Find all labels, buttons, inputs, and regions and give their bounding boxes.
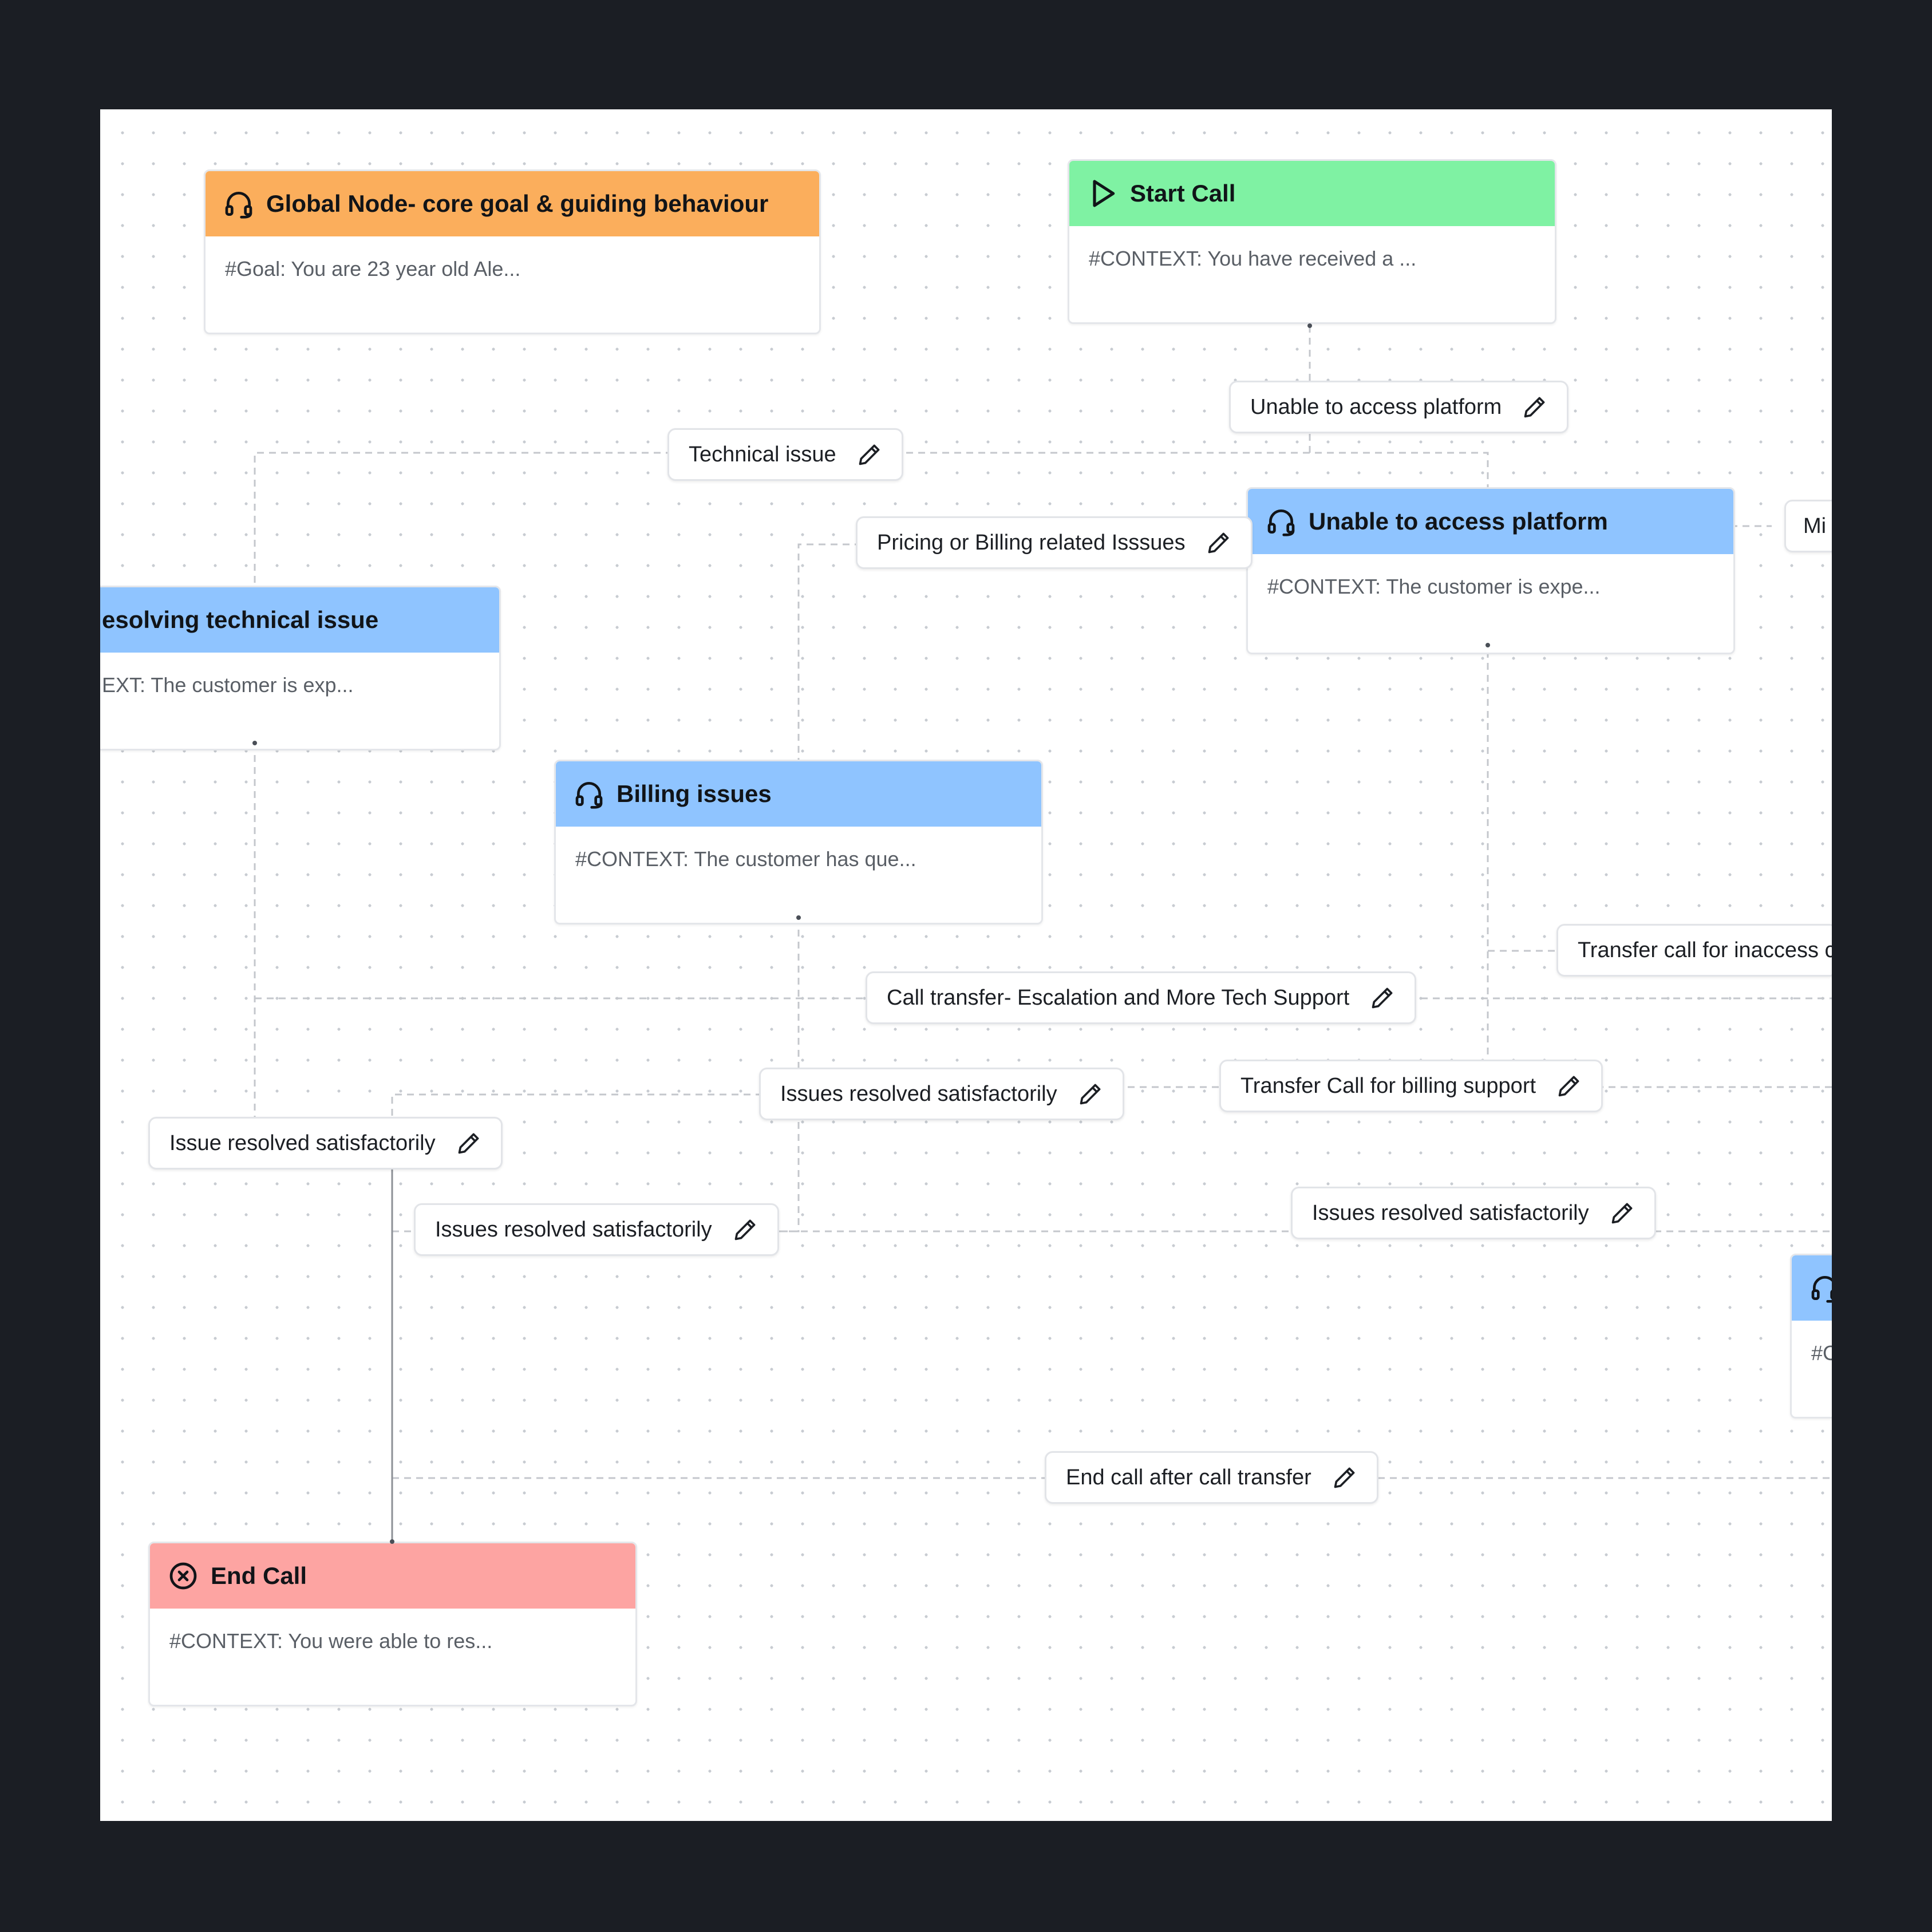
edge-label-transfer-inaccess[interactable]: Transfer call for inaccess c bbox=[1556, 924, 1832, 977]
edge-label-text: Issue resolved satisfactorily bbox=[169, 1131, 436, 1155]
edge-label-unable-to-access[interactable]: Unable to access platform bbox=[1229, 381, 1569, 433]
partial-right-node-body: #C bbox=[1811, 1341, 1832, 1365]
global-node[interactable]: Global Node- core goal & guiding behavio… bbox=[204, 169, 821, 334]
billing-issues-node-body: #CONTEXT: The customer has que... bbox=[575, 847, 916, 871]
global-node-body: #Goal: You are 23 year old Ale... bbox=[225, 257, 521, 280]
start-call-node-title: Start Call bbox=[1130, 180, 1236, 207]
technical-issue-node-header: esolving technical issue bbox=[100, 587, 499, 653]
edge-start-to-technical bbox=[254, 452, 1310, 588]
edge-label-call-transfer-escalation[interactable]: Call transfer- Escalation and More Tech … bbox=[866, 971, 1417, 1024]
start-call-node[interactable]: Start Call #CONTEXT: You have received a… bbox=[1068, 159, 1556, 324]
edge-label-text: Call transfer- Escalation and More Tech … bbox=[887, 985, 1350, 1010]
headset-icon bbox=[1265, 505, 1297, 538]
end-call-node-title: End Call bbox=[211, 1562, 307, 1589]
headset-icon bbox=[1809, 1272, 1832, 1304]
edge-label-pricing-billing[interactable]: Pricing or Billing related Isssues bbox=[856, 516, 1253, 569]
headset-icon bbox=[573, 778, 605, 810]
edge-label-issues-resolved-right[interactable]: Issues resolved satisfactorily bbox=[1291, 1187, 1656, 1239]
start-call-node-body: #CONTEXT: You have received a ... bbox=[1089, 247, 1417, 270]
technical-issue-node[interactable]: esolving technical issue EXT: The custom… bbox=[100, 586, 501, 750]
pencil-icon[interactable] bbox=[1556, 1073, 1582, 1099]
edge-label-text: Mi bbox=[1803, 513, 1827, 538]
edge-label-text: Transfer Call for billing support bbox=[1240, 1073, 1536, 1098]
pencil-icon[interactable] bbox=[733, 1217, 758, 1242]
billing-issues-node[interactable]: Billing issues #CONTEXT: The customer ha… bbox=[554, 760, 1043, 924]
billing-issues-output-handle[interactable] bbox=[796, 915, 801, 920]
unable-access-node-header: Unable to access platform bbox=[1248, 489, 1733, 554]
billing-issues-node-title: Billing issues bbox=[617, 780, 772, 807]
billing-issues-node-header: Billing issues bbox=[556, 761, 1041, 827]
edge-label-technical-issue[interactable]: Technical issue bbox=[667, 428, 903, 481]
start-call-output-handle[interactable] bbox=[1307, 323, 1312, 328]
partial-right-node[interactable]: #C bbox=[1790, 1254, 1832, 1419]
unable-access-node-body: #CONTEXT: The customer is expe... bbox=[1267, 575, 1601, 598]
edge-label-issues-resolved-billing[interactable]: Issues resolved satisfactorily bbox=[759, 1068, 1124, 1120]
flow-canvas[interactable]: Global Node- core goal & guiding behavio… bbox=[100, 109, 1832, 1821]
pencil-icon[interactable] bbox=[1206, 530, 1231, 555]
end-call-node[interactable]: End Call #CONTEXT: You were able to res.… bbox=[148, 1542, 637, 1706]
partial-right-node-header bbox=[1792, 1255, 1832, 1321]
technical-issue-output-handle[interactable] bbox=[252, 741, 257, 745]
pencil-icon[interactable] bbox=[1332, 1465, 1357, 1490]
pencil-icon[interactable] bbox=[1522, 394, 1547, 420]
edge-label-text: Issues resolved satisfactorily bbox=[1312, 1200, 1589, 1225]
unable-access-node-title: Unable to access platform bbox=[1309, 508, 1608, 535]
edge-label-text: Pricing or Billing related Isssues bbox=[877, 530, 1186, 555]
edge-label-text: Unable to access platform bbox=[1250, 394, 1502, 419]
pencil-icon[interactable] bbox=[857, 442, 882, 467]
pencil-icon[interactable] bbox=[1610, 1200, 1635, 1226]
technical-issue-node-body: EXT: The customer is exp... bbox=[102, 673, 354, 697]
headset-icon bbox=[223, 188, 255, 220]
end-call-node-body: #CONTEXT: You were able to res... bbox=[169, 1629, 493, 1653]
edge-label-issue-resolved-technical[interactable]: Issue resolved satisfactorily bbox=[148, 1117, 503, 1170]
end-call-input-handle[interactable] bbox=[390, 1539, 394, 1544]
global-node-title: Global Node- core goal & guiding behavio… bbox=[266, 190, 769, 217]
edge-label-text: Technical issue bbox=[689, 442, 836, 467]
end-call-node-header: End Call bbox=[150, 1543, 635, 1609]
edge-label-text: Transfer call for inaccess c bbox=[1578, 938, 1832, 962]
pencil-icon[interactable] bbox=[1078, 1081, 1103, 1107]
start-call-node-header: Start Call bbox=[1069, 161, 1555, 226]
close-circle-icon bbox=[167, 1560, 199, 1592]
play-icon bbox=[1086, 177, 1119, 210]
edge-label-text: Issues resolved satisfactorily bbox=[780, 1081, 1057, 1106]
unable-access-output-handle[interactable] bbox=[1485, 643, 1490, 647]
edge-label-partial-mi[interactable]: Mi bbox=[1784, 500, 1832, 552]
pencil-icon[interactable] bbox=[1370, 985, 1395, 1010]
edge-label-text: End call after call transfer bbox=[1066, 1465, 1311, 1490]
unable-access-node[interactable]: Unable to access platform #CONTEXT: The … bbox=[1246, 487, 1735, 654]
edge-label-end-after-transfer[interactable]: End call after call transfer bbox=[1045, 1451, 1378, 1504]
edge-unable-to-billing bbox=[797, 543, 1246, 762]
global-node-header: Global Node- core goal & guiding behavio… bbox=[206, 171, 819, 236]
edge-label-transfer-billing[interactable]: Transfer Call for billing support bbox=[1219, 1060, 1603, 1112]
edge-label-issues-resolved-lower[interactable]: Issues resolved satisfactorily bbox=[414, 1203, 779, 1256]
pencil-icon[interactable] bbox=[456, 1131, 481, 1156]
edge-label-text: Issues resolved satisfactorily bbox=[435, 1217, 712, 1242]
technical-issue-node-title: esolving technical issue bbox=[102, 606, 379, 633]
